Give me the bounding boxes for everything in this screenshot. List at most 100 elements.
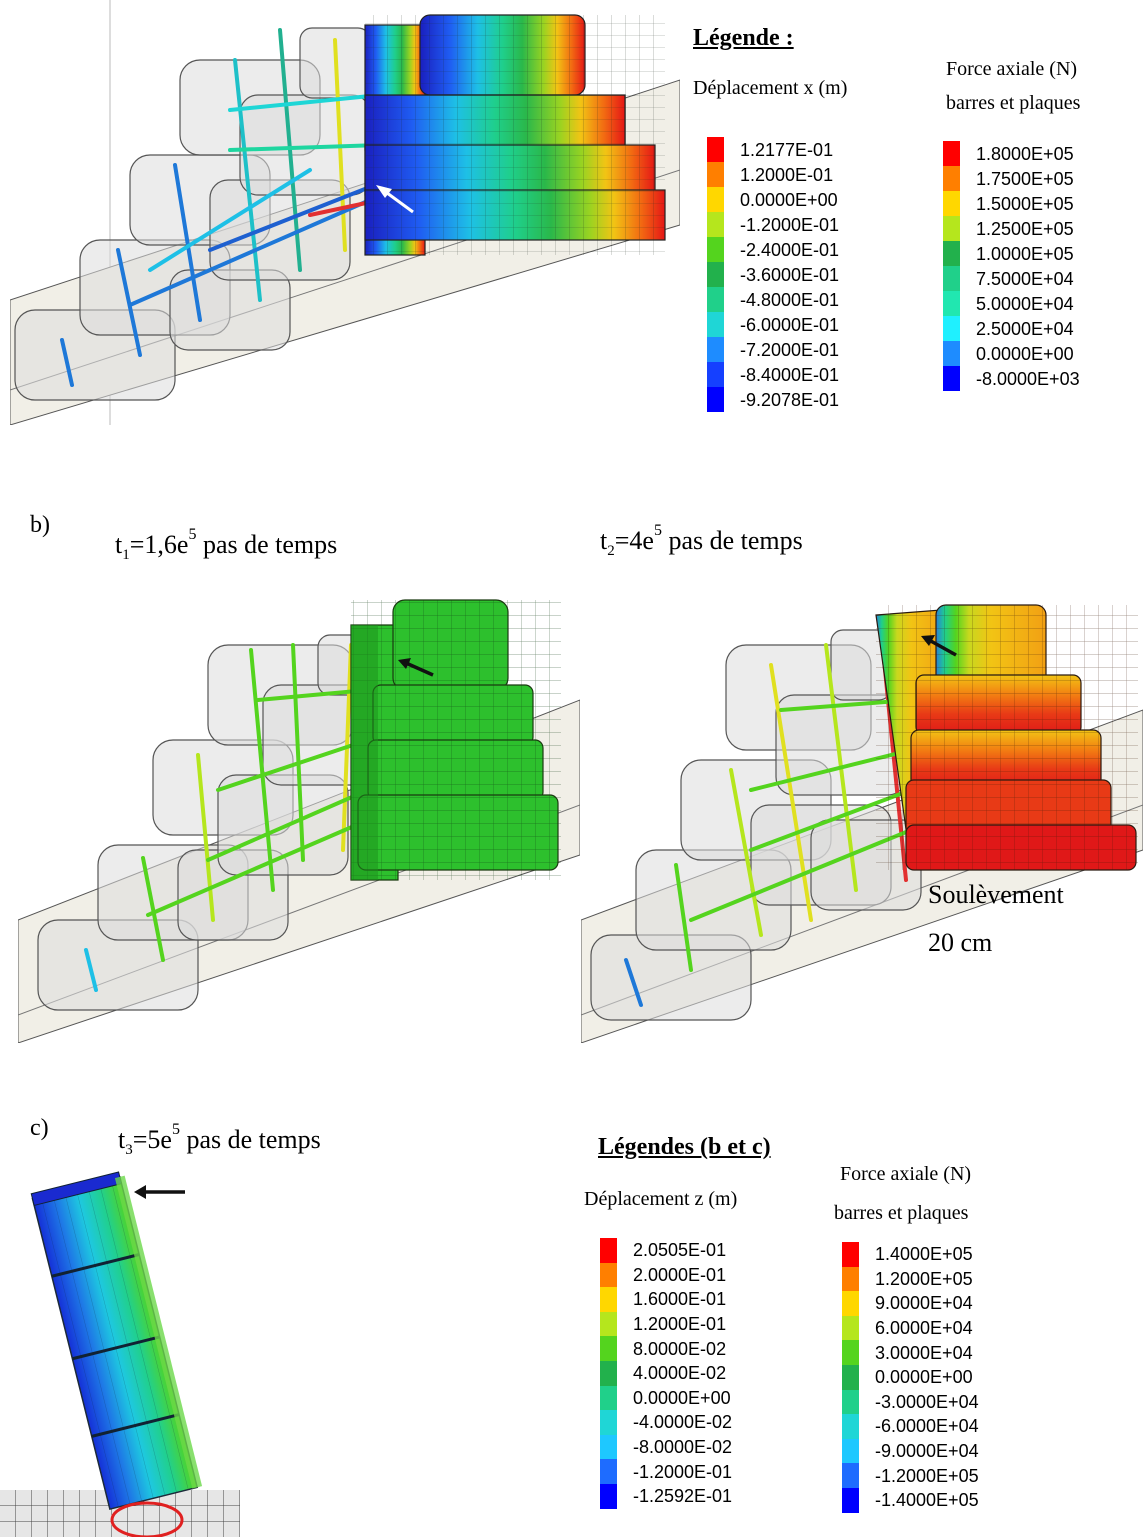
scale-swatch [600, 1360, 617, 1386]
scale-row: 2.5000E+04 [943, 316, 1080, 341]
scale-row: 1.6000E-01 [600, 1287, 732, 1312]
uplift-note-line1: Soulèvement [928, 880, 1064, 909]
scale-row: -1.2592E-01 [600, 1483, 733, 1509]
scale-row: 0.0000E+00 [943, 341, 1080, 366]
scale-swatch [943, 166, 960, 191]
scale-row: 0.0000E+00 [842, 1364, 979, 1390]
scale-row: 0.0000E+00 [600, 1385, 732, 1411]
scale-value: -9.2078E-01 [740, 389, 840, 410]
scale-swatch [943, 341, 960, 366]
scale-row: -7.2000E-01 [707, 337, 839, 362]
scale-value: -4.8000E-01 [740, 289, 840, 310]
scale-swatch [943, 191, 960, 216]
scale-row: -8.0000E-02 [600, 1434, 732, 1460]
scale-row: -1.4000E+05 [842, 1487, 979, 1513]
scale-swatch [707, 137, 724, 162]
legend-a-title: Légende : [693, 25, 794, 51]
scale-swatch [842, 1389, 859, 1415]
panel-b-t2-render [581, 590, 1143, 1043]
scale-value: -2.4000E-01 [740, 239, 840, 260]
scale-row: -1.2000E-01 [600, 1459, 732, 1484]
scale-row: -4.0000E-02 [600, 1410, 732, 1435]
scale-row: -6.0000E+04 [842, 1414, 979, 1439]
scale-value: -6.0000E-01 [740, 314, 840, 335]
scale-row: 1.2000E+05 [842, 1266, 979, 1292]
scale-row: 1.2500E+05 [943, 216, 1080, 241]
scale-row: 1.2000E-01 [707, 162, 839, 187]
scale-value: 1.2500E+05 [976, 218, 1074, 239]
scale-value: 0.0000E+00 [875, 1367, 973, 1388]
scale-swatch [707, 237, 724, 262]
scale-value: -1.2000E-01 [633, 1461, 733, 1482]
scale-swatch [600, 1287, 617, 1312]
scale-value: -1.2592E-01 [633, 1486, 733, 1507]
t3-sup: 5 [171, 1121, 180, 1138]
t3-sub: 3 [125, 1142, 133, 1159]
panel-b-time-t1: t1=1,6e5 pas de temps [115, 526, 337, 564]
scale-swatch [842, 1266, 859, 1292]
scale-swatch [707, 312, 724, 337]
scale-value: 6.0000E+04 [875, 1318, 973, 1339]
scale-value: 1.2000E+05 [875, 1268, 973, 1289]
scale-value: 0.0000E+00 [976, 343, 1074, 364]
scale-value: 1.6000E-01 [633, 1289, 727, 1310]
scale-swatch [842, 1438, 859, 1464]
scale-row: -4.8000E-01 [707, 287, 839, 312]
panel-c-column-render [0, 1171, 240, 1537]
scale-swatch [842, 1364, 859, 1390]
scale-swatch [600, 1336, 617, 1361]
scale-value: -3.0000E+04 [875, 1391, 979, 1412]
scale-swatch [600, 1483, 617, 1509]
scale-swatch [707, 212, 724, 237]
scale-value: 4.0000E-02 [633, 1363, 727, 1384]
scale-row: -1.2000E+05 [842, 1463, 979, 1488]
scale-value: -4.0000E-02 [633, 1412, 733, 1433]
scale-swatch [943, 366, 960, 391]
legend-bc-force-label-line1: Force axiale (N) [840, 1163, 972, 1185]
scale-row: -8.4000E-01 [707, 362, 839, 387]
scale-row: 1.7500E+05 [943, 166, 1080, 191]
scale-value: 8.0000E-02 [633, 1338, 727, 1359]
scale-row: 4.0000E-02 [600, 1360, 732, 1386]
scale-value: -8.4000E-01 [740, 364, 840, 385]
scale-value: 7.5000E+04 [976, 268, 1074, 289]
scale-row: 2.0000E-01 [600, 1262, 732, 1288]
scale-swatch [707, 162, 724, 187]
scale-swatch [842, 1291, 859, 1316]
scale-row: 5.0000E+04 [943, 291, 1080, 316]
scale-value: -8.0000E+03 [976, 368, 1080, 389]
uplift-note-line2: 20 cm [928, 928, 993, 957]
scale-value: 0.0000E+00 [740, 189, 838, 210]
t3-mid: =5e [132, 1125, 172, 1154]
scale-value: -9.0000E+04 [875, 1441, 979, 1462]
scale-value: 3.0000E+04 [875, 1342, 973, 1363]
legend-bc-title: Légendes (b et c) [598, 1134, 771, 1160]
scale-value: -1.2000E-01 [740, 214, 840, 235]
scale-row: 8.0000E-02 [600, 1336, 732, 1361]
t1-sup: 5 [188, 526, 197, 543]
scale-swatch [600, 1410, 617, 1435]
scale-swatch [842, 1487, 859, 1513]
scale-swatch [943, 241, 960, 266]
scale-row: 1.2177E-01 [707, 137, 839, 162]
scale-row: 1.5000E+05 [943, 191, 1080, 216]
scale-value: 1.2000E-01 [633, 1314, 727, 1335]
scale-value: -7.2000E-01 [740, 339, 840, 360]
scale-row: 1.0000E+05 [943, 241, 1080, 266]
legend-bc-force-label-line2: barres et plaques [834, 1202, 969, 1224]
scale-row: 1.8000E+05 [943, 141, 1080, 166]
scale-value: 2.0000E-01 [633, 1264, 727, 1285]
t1-mid: =1,6e [129, 530, 189, 559]
scale-swatch [707, 287, 724, 312]
scale-swatch [943, 316, 960, 341]
scale-value: -3.6000E-01 [740, 264, 840, 285]
scale-row: -3.6000E-01 [707, 262, 839, 287]
scale-swatch [842, 1463, 859, 1488]
scale-value: -6.0000E+04 [875, 1416, 979, 1437]
scale-row: 2.0505E-01 [600, 1238, 732, 1263]
scale-value: -1.2000E+05 [875, 1465, 979, 1486]
scale-row: -9.2078E-01 [707, 387, 839, 412]
